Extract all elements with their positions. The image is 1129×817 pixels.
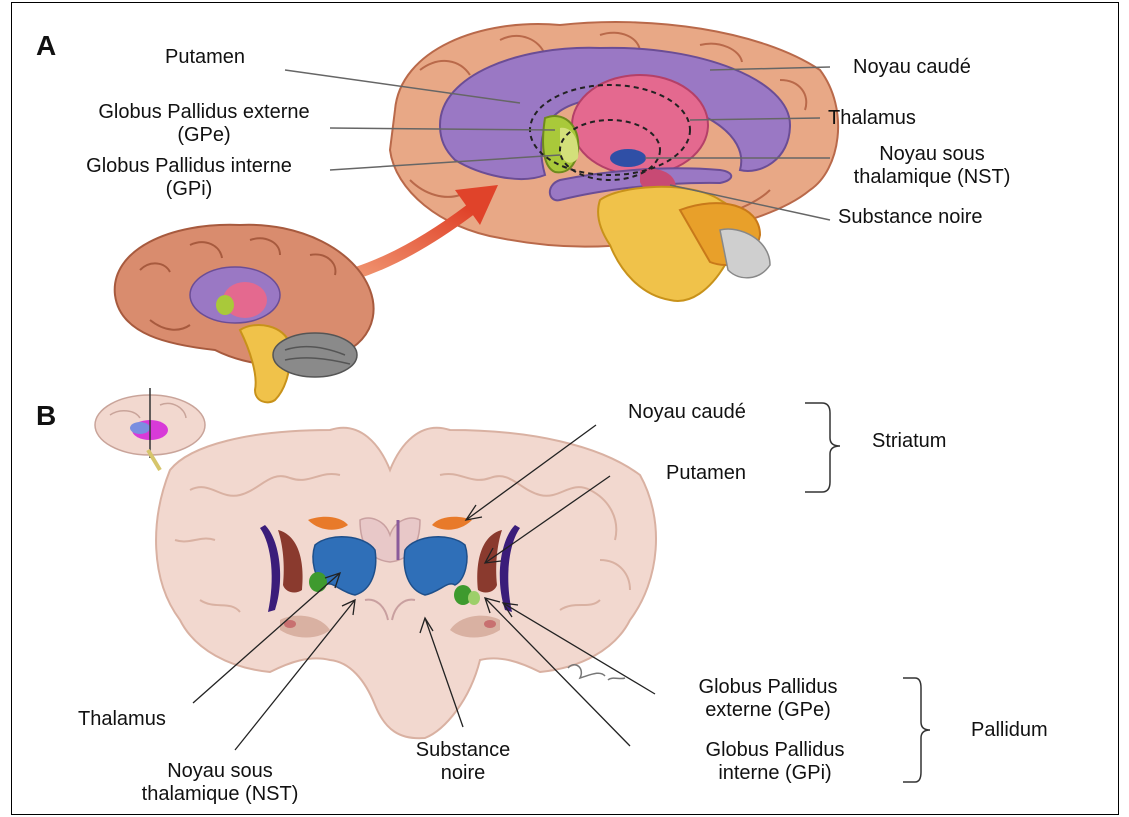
label-b-gpe-line2: externe (GPe) bbox=[668, 699, 868, 722]
label-a-gpe-line1: Globus Pallidus externe bbox=[74, 101, 334, 124]
label-b-substantia-line2: noire bbox=[388, 762, 538, 785]
label-a-nst: Noyau sous thalamique (NST) bbox=[832, 143, 1032, 189]
label-b-gpe-line1: Globus Pallidus bbox=[668, 676, 868, 699]
label-b-gpi-line2: interne (GPi) bbox=[675, 762, 875, 785]
label-b-nst-line1: Noyau sous bbox=[120, 760, 320, 783]
label-a-gpi-line2: (GPi) bbox=[55, 178, 323, 201]
label-b-putamen: Putamen bbox=[666, 462, 746, 485]
panel-label-a: A bbox=[36, 30, 56, 62]
label-b-substantia-line1: Substance bbox=[388, 739, 538, 762]
label-b-gpi: Globus Pallidus interne (GPi) bbox=[675, 739, 875, 785]
label-b-gpe: Globus Pallidus externe (GPe) bbox=[668, 676, 868, 722]
label-a-nst-line2: thalamique (NST) bbox=[832, 166, 1032, 189]
label-a-nst-line1: Noyau sous bbox=[832, 143, 1032, 166]
label-b-thalamus: Thalamus bbox=[78, 708, 166, 731]
label-a-gpi-line1: Globus Pallidus interne bbox=[55, 155, 323, 178]
label-b-caudate: Noyau caudé bbox=[628, 401, 746, 424]
label-a-caudate: Noyau caudé bbox=[853, 56, 971, 79]
coronal-slice bbox=[156, 428, 656, 739]
label-a-thalamus: Thalamus bbox=[828, 107, 916, 130]
label-b-striatum: Striatum bbox=[872, 430, 946, 453]
label-b-nst: Noyau sous thalamique (NST) bbox=[120, 760, 320, 806]
label-a-putamen: Putamen bbox=[165, 46, 245, 69]
label-a-gpi: Globus Pallidus interne (GPi) bbox=[55, 155, 323, 201]
label-b-pallidum: Pallidum bbox=[971, 719, 1048, 742]
brackets bbox=[805, 403, 930, 782]
brain-small bbox=[115, 225, 374, 403]
label-b-nst-line2: thalamique (NST) bbox=[120, 783, 320, 806]
label-a-gpe-line2: (GPe) bbox=[74, 124, 334, 147]
label-b-substantia: Substance noire bbox=[388, 739, 538, 785]
label-b-gpi-line1: Globus Pallidus bbox=[675, 739, 875, 762]
panel-label-b: B bbox=[36, 400, 56, 432]
label-a-substantia: Substance noire bbox=[838, 206, 983, 229]
label-a-gpe: Globus Pallidus externe (GPe) bbox=[74, 101, 334, 147]
